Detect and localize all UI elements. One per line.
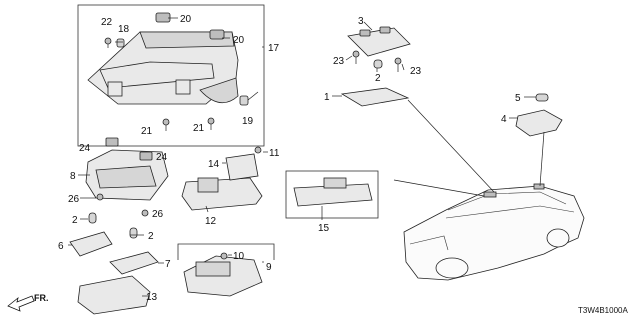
- overhead-console-assembly[interactable]: [77, 4, 265, 147]
- callout-2-b: 2: [148, 231, 154, 242]
- callout-26-b: 26: [152, 209, 164, 220]
- dome-light-3[interactable]: [347, 26, 411, 57]
- callout-19: 19: [242, 116, 254, 127]
- assembly-17-frame: [77, 4, 265, 147]
- bulb-2-c[interactable]: [373, 59, 383, 69]
- callout-2-a: 2: [72, 215, 78, 226]
- diagram-code: T3W4B1000A: [578, 306, 628, 315]
- callout-7: 7: [165, 259, 171, 270]
- callout-23-a: 23: [333, 56, 345, 67]
- callout-24-a: 24: [79, 143, 91, 154]
- callout-21-a: 21: [141, 126, 153, 137]
- callout-4: 4: [501, 114, 507, 125]
- callout-11: 11: [269, 148, 280, 159]
- switch-24-b[interactable]: [139, 151, 153, 161]
- callout-15: 15: [318, 223, 330, 234]
- screw-11[interactable]: [254, 146, 262, 154]
- callout-2-c: 2: [375, 73, 381, 84]
- callout-23-b: 23: [410, 66, 422, 77]
- callout-13: 13: [146, 292, 158, 303]
- light-19[interactable]: [239, 91, 259, 106]
- switch-unit-12[interactable]: [181, 177, 263, 211]
- leader-lines: [68, 17, 545, 297]
- lens-6[interactable]: [69, 231, 113, 257]
- screw-10[interactable]: [220, 252, 228, 260]
- callout-21-b: 21: [193, 123, 205, 134]
- dome-lens-1[interactable]: [340, 87, 410, 107]
- screw-22[interactable]: [104, 37, 112, 48]
- screw-23-a[interactable]: [352, 50, 360, 64]
- callout-10: 10: [233, 251, 245, 262]
- housing-13[interactable]: [77, 275, 151, 315]
- bulb-2-b[interactable]: [129, 227, 138, 239]
- unit-9-assembly[interactable]: [177, 243, 275, 297]
- callout-14: 14: [208, 159, 220, 170]
- map-light-8[interactable]: [85, 149, 169, 201]
- clip-18[interactable]: [116, 38, 125, 48]
- front-direction-label: FR.: [34, 293, 49, 303]
- callout-1: 1: [324, 92, 330, 103]
- callout-20-a: 20: [180, 14, 192, 25]
- bulb-2-a[interactable]: [88, 212, 97, 224]
- callout-17: 17: [268, 43, 280, 54]
- screw-26-b[interactable]: [141, 209, 149, 217]
- roof-console-15[interactable]: [285, 170, 379, 219]
- sensor-14[interactable]: [225, 153, 259, 181]
- callout-20-b: 20: [233, 35, 245, 46]
- callout-9: 9: [266, 262, 272, 273]
- bulb-5[interactable]: [535, 93, 549, 102]
- screw-26-a[interactable]: [96, 193, 104, 201]
- callout-3: 3: [358, 16, 364, 27]
- callout-12: 12: [205, 216, 217, 227]
- callout-22: 22: [101, 17, 113, 28]
- callout-18: 18: [118, 24, 130, 35]
- lens-7[interactable]: [109, 251, 159, 275]
- callout-5: 5: [515, 93, 521, 104]
- screws-21[interactable]: [162, 117, 215, 131]
- screw-23-b[interactable]: [394, 57, 402, 72]
- car-illustration: [403, 183, 585, 281]
- front-direction-arrow: FR.: [7, 293, 49, 312]
- switch-24-a[interactable]: [105, 137, 119, 147]
- callout-6: 6: [58, 241, 64, 252]
- callout-26-a: 26: [68, 194, 80, 205]
- callout-8: 8: [70, 171, 76, 182]
- callout-24-b: 24: [156, 152, 168, 163]
- light-4[interactable]: [515, 109, 563, 137]
